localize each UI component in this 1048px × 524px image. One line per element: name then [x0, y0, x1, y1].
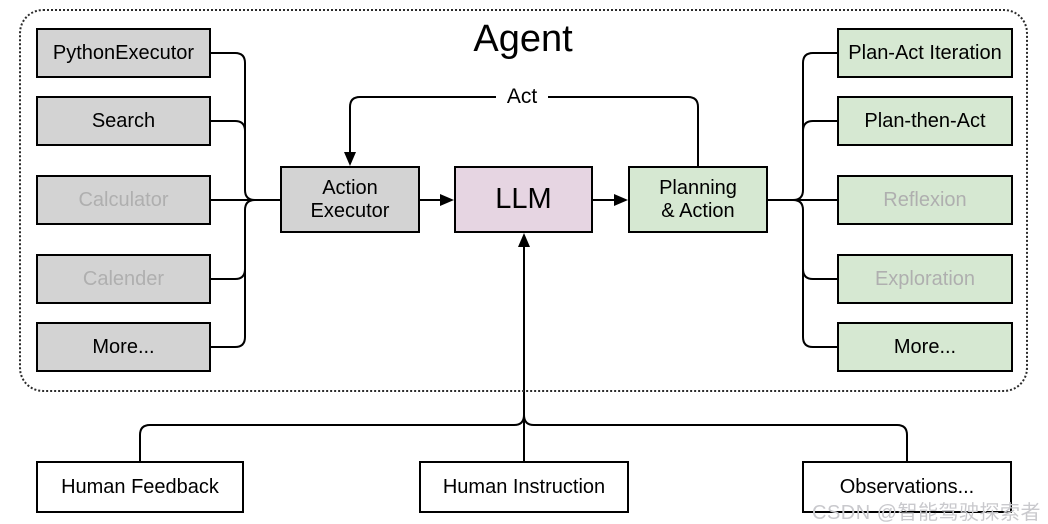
tool-label: PythonExecutor	[52, 41, 195, 64]
strategy-label: More...	[893, 335, 957, 358]
tool-box-calculator: Calculator	[36, 175, 211, 225]
tool-label: Calculator	[78, 188, 169, 211]
planning-action-box: Planning & Action	[628, 166, 768, 233]
input-box-observations: Observations...	[802, 461, 1012, 513]
strategy-label: Plan-then-Act	[864, 109, 986, 132]
tool-label: More...	[92, 335, 155, 358]
edge-observations	[523, 414, 908, 461]
strategy-box-exploration: Exploration	[837, 254, 1013, 304]
strategy-label: Exploration	[874, 267, 976, 290]
strategy-box-more: More...	[837, 322, 1013, 372]
agent-boundary	[19, 9, 1028, 392]
watermark-text: CSDN @智能驾驶探索者	[812, 502, 1042, 524]
tool-box-pythonexecutor: PythonExecutor	[36, 28, 211, 78]
strategy-box-plan-act-iteration: Plan-Act Iteration	[837, 28, 1013, 78]
arrowhead-executor-to-llm	[440, 194, 454, 206]
diagram-title: Agent	[473, 18, 573, 60]
input-label: Human Feedback	[61, 475, 219, 498]
planning-action-label: Planning & Action	[659, 176, 737, 222]
tool-box-more: More...	[36, 322, 211, 372]
strategy-box-reflexion: Reflexion	[837, 175, 1013, 225]
arrowhead-llm-to-planning	[614, 194, 628, 206]
strategy-label: Reflexion	[883, 188, 967, 211]
arrowhead-human-instruction	[518, 233, 530, 247]
edge-more-right	[792, 199, 837, 348]
input-box-human-instruction: Human Instruction	[419, 461, 629, 513]
arrowhead-act-loop	[344, 152, 356, 166]
llm-label: LLM	[495, 182, 552, 215]
edge-human-feedback	[139, 414, 525, 461]
tool-label: Calender	[82, 267, 165, 290]
tool-box-calender: Calender	[36, 254, 211, 304]
strategy-box-plan-then-act: Plan-then-Act	[837, 96, 1013, 146]
edge-plan-then-act	[802, 120, 837, 190]
input-label: Observations...	[839, 475, 975, 498]
action-executor-label: Action Executor	[310, 176, 390, 222]
edge-more-left	[211, 199, 256, 348]
action-executor-box: Action Executor	[280, 166, 420, 233]
strategy-label: Plan-Act Iteration	[848, 41, 1002, 64]
input-label: Human Instruction	[442, 475, 606, 498]
edge-search	[211, 120, 246, 190]
llm-box: LLM	[454, 166, 593, 233]
tool-box-search: Search	[36, 96, 211, 146]
act-edge-label: Act	[496, 84, 548, 109]
input-box-human-feedback: Human Feedback	[36, 461, 244, 513]
tool-label: Search	[91, 109, 156, 132]
